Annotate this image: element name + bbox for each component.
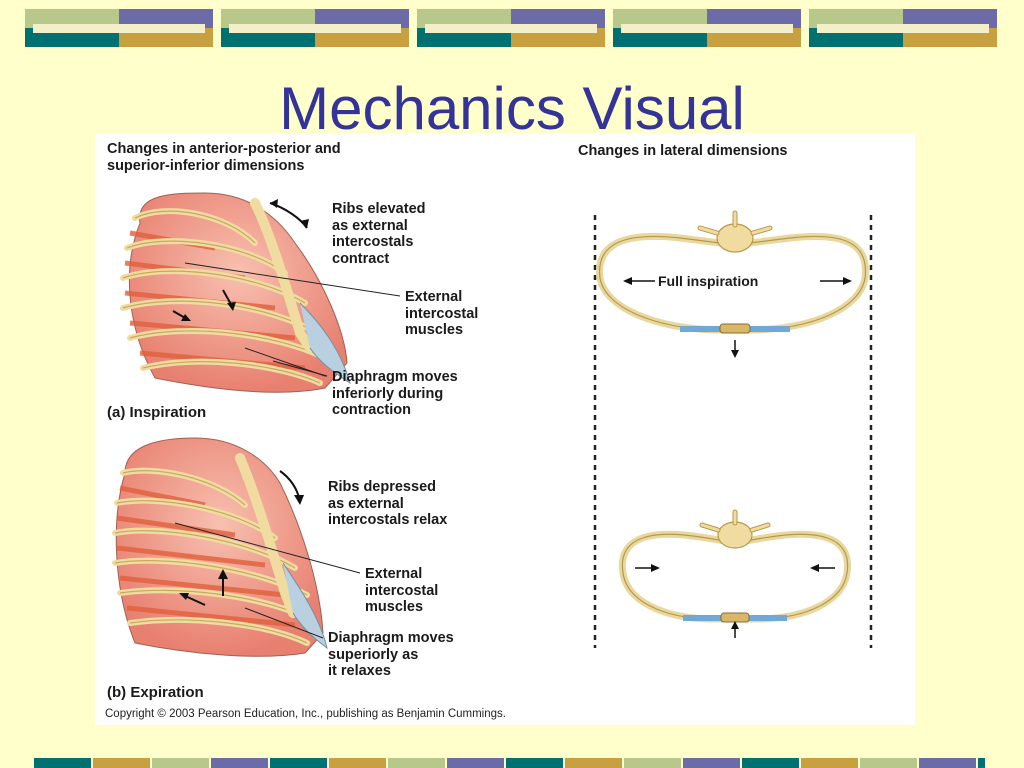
bottom-band-segment: [742, 758, 799, 768]
dashed-boundaries: [593, 215, 873, 648]
bottom-band-segment: [34, 758, 91, 768]
bottom-band-segment: [860, 758, 917, 768]
mechanics-figure: Changes in anterior-posterior and superi…: [95, 133, 915, 725]
bottom-band-segment: [93, 758, 150, 768]
full-inspiration-label: Full inspiration: [658, 273, 759, 289]
band-block: [315, 9, 409, 28]
top-band-tile: [809, 9, 997, 47]
bottom-decorative-band: [0, 758, 1024, 768]
band-block: [229, 24, 401, 33]
band-block: [707, 9, 801, 28]
bottom-band-segment: [683, 758, 740, 768]
panel-b-label: (b) Expiration: [107, 684, 204, 701]
rib-cage-expiration: [112, 437, 361, 657]
diaphragm-superior-label: Diaphragm moves superiorly as it relaxes: [328, 630, 454, 679]
top-band-tile: [613, 9, 801, 47]
lateral-section-inspiration: [596, 210, 869, 358]
figure-artwork: [112, 192, 873, 657]
band-block: [511, 9, 605, 28]
band-block: [817, 24, 989, 33]
bottom-band-segment: [506, 758, 563, 768]
top-band-tile: [417, 9, 605, 47]
band-block: [613, 9, 707, 28]
external-intercostal-label-a: External intercostal muscles: [405, 289, 479, 338]
band-block: [903, 9, 997, 28]
band-block: [33, 24, 205, 33]
bottom-band-segment: [447, 758, 504, 768]
right-header: Changes in lateral dimensions: [578, 143, 788, 159]
band-block: [809, 9, 903, 28]
diaphragm-inferior-label: Diaphragm moves inferiorly during contra…: [332, 369, 458, 418]
top-decorative-band: [0, 0, 1024, 50]
external-intercostal-label-b: External intercostal muscles: [365, 566, 439, 615]
band-block: [25, 9, 119, 28]
band-block: [221, 9, 315, 28]
slide-title: Mechanics Visual: [279, 75, 745, 142]
lateral-section-expiration: [618, 509, 852, 638]
rib-cage-inspiration: [120, 192, 401, 393]
bottom-band-segment: [565, 758, 622, 768]
copyright-notice: Copyright © 2003 Pearson Education, Inc.…: [105, 708, 506, 720]
left-header: Changes in anterior-posterior and superi…: [107, 141, 341, 174]
top-band-tile: [221, 9, 409, 47]
bottom-band-segment: [211, 758, 268, 768]
bottom-band-segment: [624, 758, 681, 768]
bottom-band-segment: [329, 758, 386, 768]
bottom-band-segment: [388, 758, 445, 768]
ribs-depressed-label: Ribs depressed as external intercostals …: [328, 479, 448, 528]
bottom-band-segment: [152, 758, 209, 768]
panel-a-label: (a) Inspiration: [107, 404, 207, 421]
bottom-band-segment: [270, 758, 327, 768]
band-block: [621, 24, 793, 33]
band-block: [119, 9, 213, 28]
bottom-band-segment: [801, 758, 858, 768]
band-block: [417, 9, 511, 28]
top-band-tile: [25, 9, 213, 47]
bottom-band-segment: [978, 758, 985, 768]
band-block: [425, 24, 597, 33]
ribs-elevated-label: Ribs elevated as external intercostals c…: [332, 201, 426, 267]
bottom-band-segment: [919, 758, 976, 768]
